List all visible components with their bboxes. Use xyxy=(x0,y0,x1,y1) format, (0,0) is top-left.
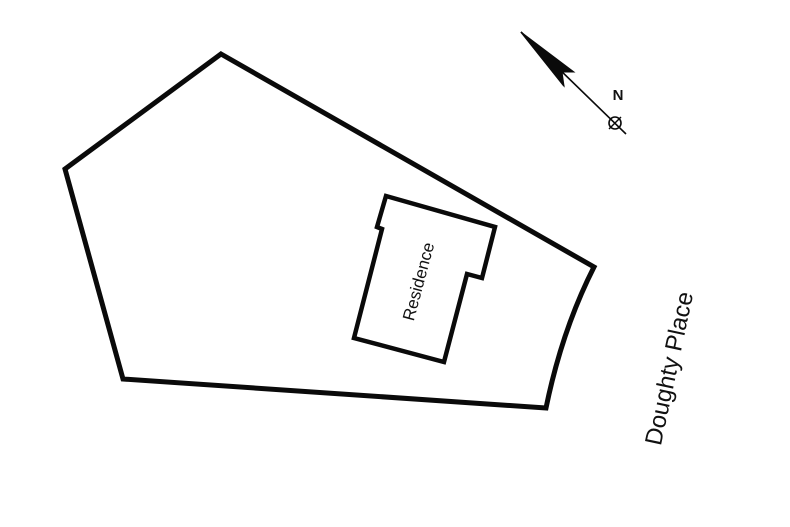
street-label: Doughty Place xyxy=(640,289,699,447)
north-arrow-icon xyxy=(520,31,627,135)
residence-footprint xyxy=(351,193,498,365)
residence-label: Residence xyxy=(399,240,438,323)
north-label: N xyxy=(613,87,624,104)
property-boundary xyxy=(62,51,598,411)
